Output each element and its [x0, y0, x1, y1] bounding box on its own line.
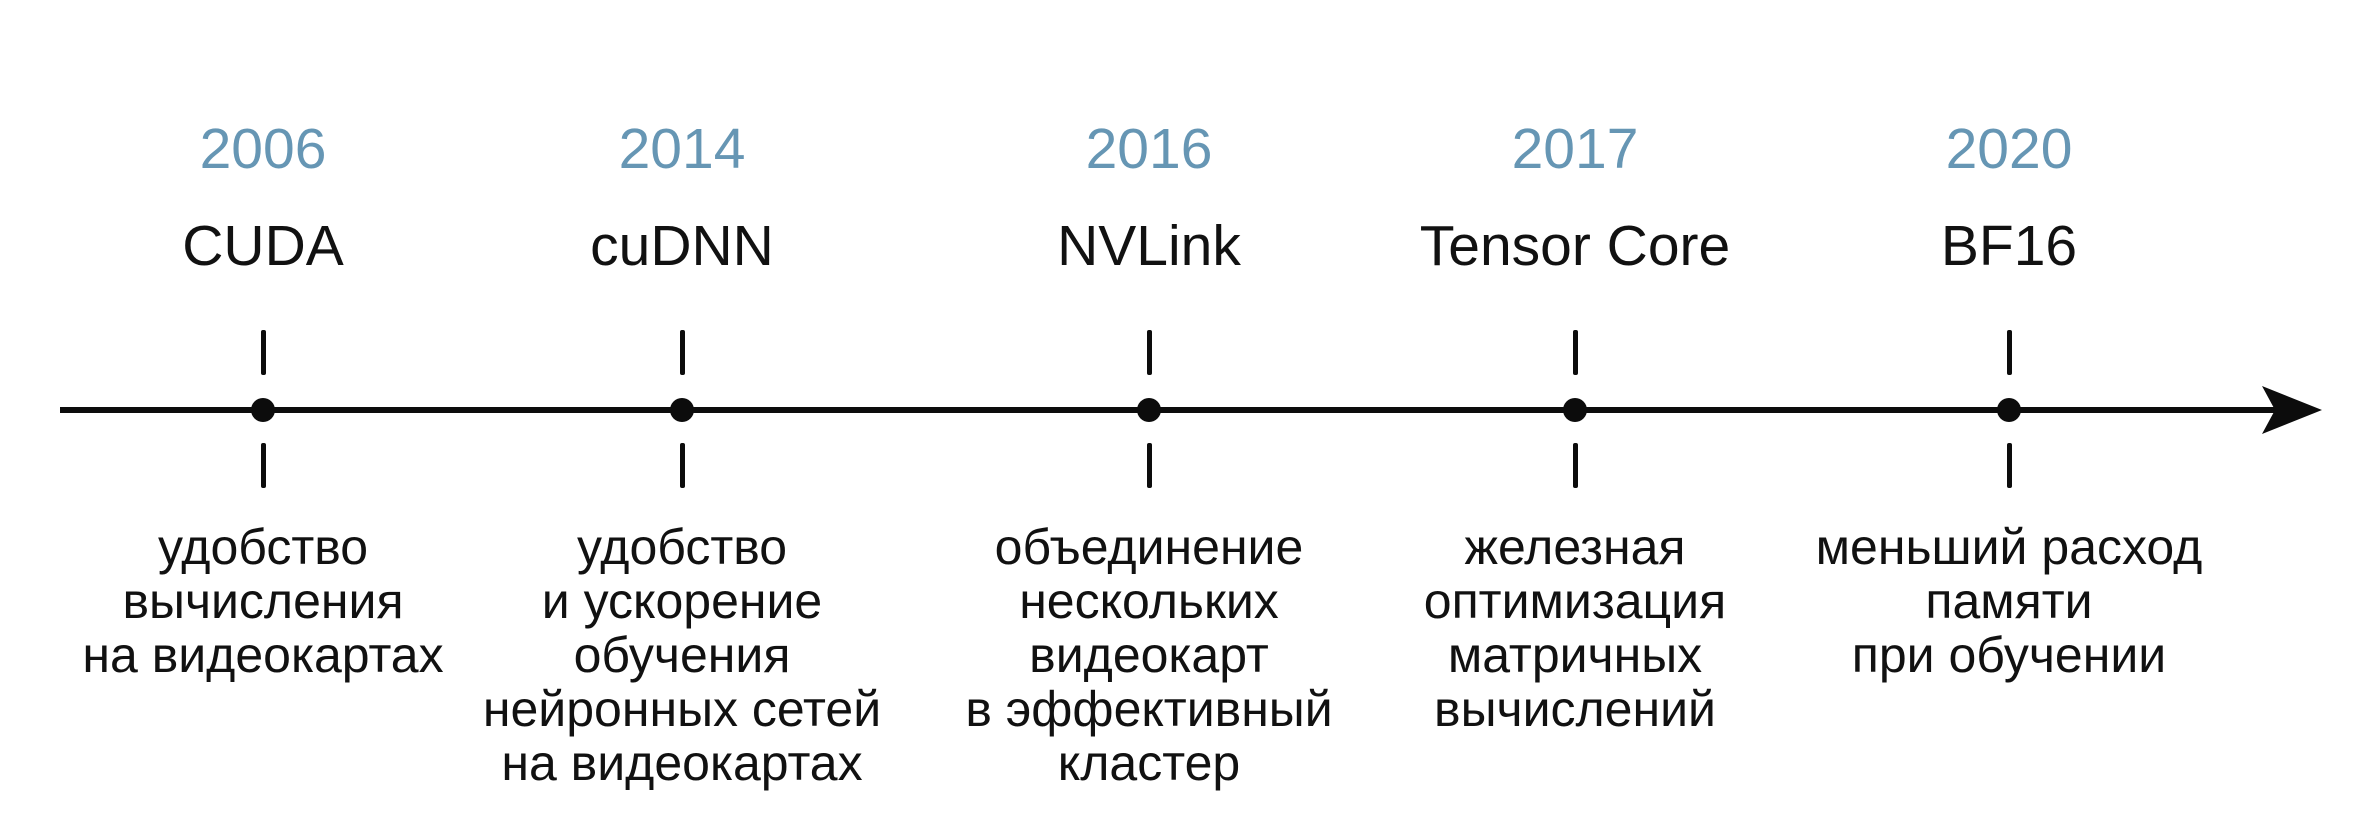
tick-above [1572, 330, 1578, 375]
milestone-dot [1137, 398, 1161, 422]
tick-above [2006, 330, 2012, 375]
milestone-description: меньший расход памяти при обучении [1815, 519, 2203, 683]
milestone-dot [670, 398, 694, 422]
milestone-year: 2006 [199, 117, 327, 181]
milestone-year: 2020 [1945, 117, 2073, 181]
tick-above [1146, 330, 1152, 375]
timeline-axis [60, 407, 2276, 413]
milestone-description: объединение нескольких видеокарт в эффек… [965, 519, 1333, 791]
milestone-year: 2014 [618, 117, 746, 181]
milestone-dot [251, 398, 275, 422]
arrowhead-icon [2262, 386, 2322, 434]
milestone-dot [1563, 398, 1587, 422]
milestone-name: Tensor Core [1419, 214, 1731, 278]
tick-below [1146, 443, 1152, 488]
milestone-name: CUDA [182, 214, 344, 278]
tick-below [2006, 443, 2012, 488]
milestone-description: удобство и ускорение обучения нейронных … [482, 519, 882, 791]
milestone-description: удобство вычисления на видеокартах [82, 519, 444, 683]
milestone-name: BF16 [1940, 214, 2078, 278]
tick-above [260, 330, 266, 375]
tick-below [1572, 443, 1578, 488]
tick-above [679, 330, 685, 375]
milestone-name: cuDNN [590, 214, 774, 278]
milestone-dot [1997, 398, 2021, 422]
milestone-description: железная оптимизация матричных вычислени… [1423, 519, 1727, 737]
tick-below [260, 443, 266, 488]
milestone-name: NVLink [1057, 214, 1241, 278]
milestone-year: 2016 [1085, 117, 1213, 181]
tick-below [679, 443, 685, 488]
milestone-year: 2017 [1511, 117, 1639, 181]
